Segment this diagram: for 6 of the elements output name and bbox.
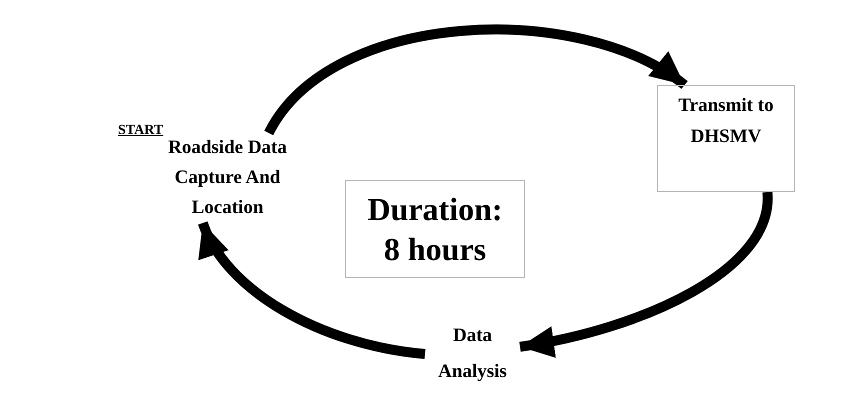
process-box: Transmit to DHSMV	[657, 85, 795, 192]
duration-box: Duration: 8 hours	[345, 180, 525, 278]
curved-arrow	[264, 24, 688, 136]
step-text: Data Analysis	[425, 318, 520, 390]
curved-arrow	[519, 192, 772, 357]
curved-arrow	[198, 221, 426, 359]
